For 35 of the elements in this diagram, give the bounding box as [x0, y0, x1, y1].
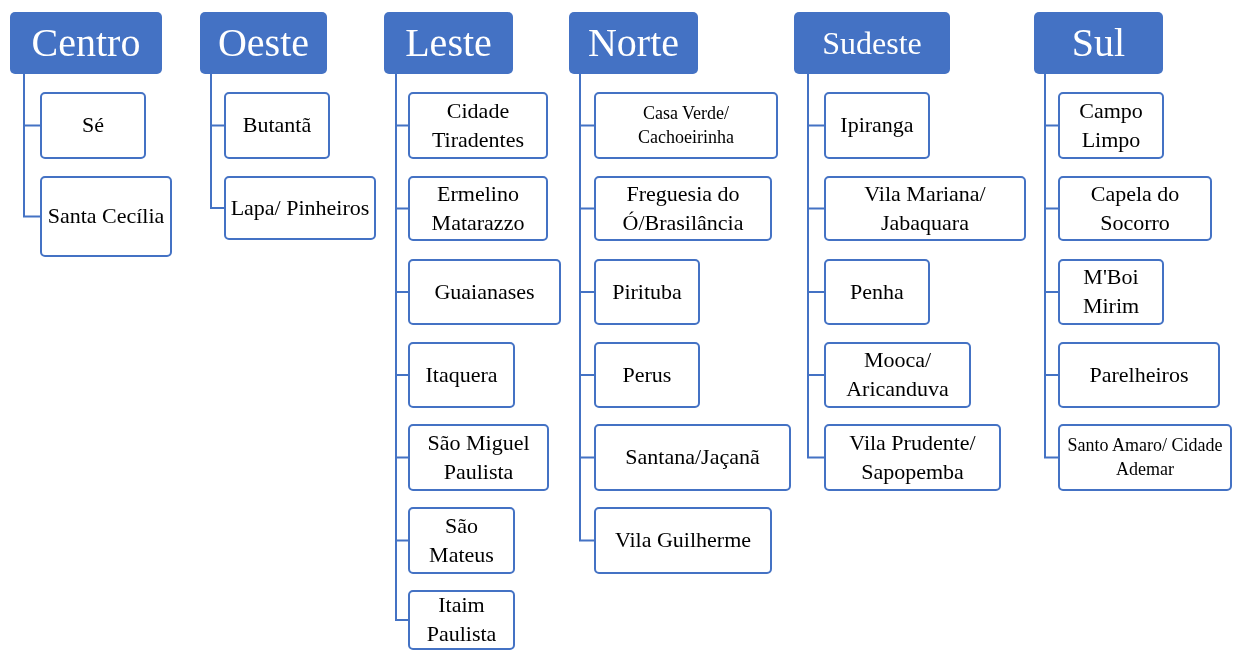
region-header-box: Oeste — [200, 12, 327, 74]
connector-line — [210, 73, 225, 209]
district-box: Penha — [824, 259, 930, 325]
district-box: Ermelino Matarazzo — [408, 176, 548, 241]
district-box: Santana/Jaçanã — [594, 424, 791, 491]
district-box: Vila Mariana/ Jabaquara — [824, 176, 1026, 241]
region-header-box: Leste — [384, 12, 513, 74]
district-box: Guaianases — [408, 259, 561, 325]
district-box: Perus — [594, 342, 700, 408]
district-box: Santo Amaro/ Cidade Ademar — [1058, 424, 1232, 491]
district-box: Lapa/ Pinheiros — [224, 176, 376, 240]
district-box: Vila Prudente/ Sapopemba — [824, 424, 1001, 491]
district-box: Parelheiros — [1058, 342, 1220, 408]
district-box: Mooca/ Aricanduva — [824, 342, 971, 408]
district-box: Campo Limpo — [1058, 92, 1164, 159]
district-box: São Mateus — [408, 507, 515, 574]
district-box: Itaim Paulista — [408, 590, 515, 650]
region-header-box: Norte — [569, 12, 698, 74]
district-box: Ipiranga — [824, 92, 930, 159]
district-box: Santa Cecília — [40, 176, 172, 257]
district-box: Pirituba — [594, 259, 700, 325]
connector-line — [23, 73, 41, 218]
district-box: São Miguel Paulista — [408, 424, 549, 491]
district-box: Itaquera — [408, 342, 515, 408]
region-header-box: Sul — [1034, 12, 1163, 74]
district-box: Freguesia do Ó/Brasilância — [594, 176, 772, 241]
district-box: Casa Verde/ Cachoeirinha — [594, 92, 778, 159]
district-box: Cidade Tiradentes — [408, 92, 548, 159]
district-box: Sé — [40, 92, 146, 159]
region-header-box: Sudeste — [794, 12, 950, 74]
district-box: Butantã — [224, 92, 330, 159]
district-box: Vila Guilherme — [594, 507, 772, 574]
region-header-box: Centro — [10, 12, 162, 74]
district-box: M'Boi Mirim — [1058, 259, 1164, 325]
district-box: Capela do Socorro — [1058, 176, 1212, 241]
